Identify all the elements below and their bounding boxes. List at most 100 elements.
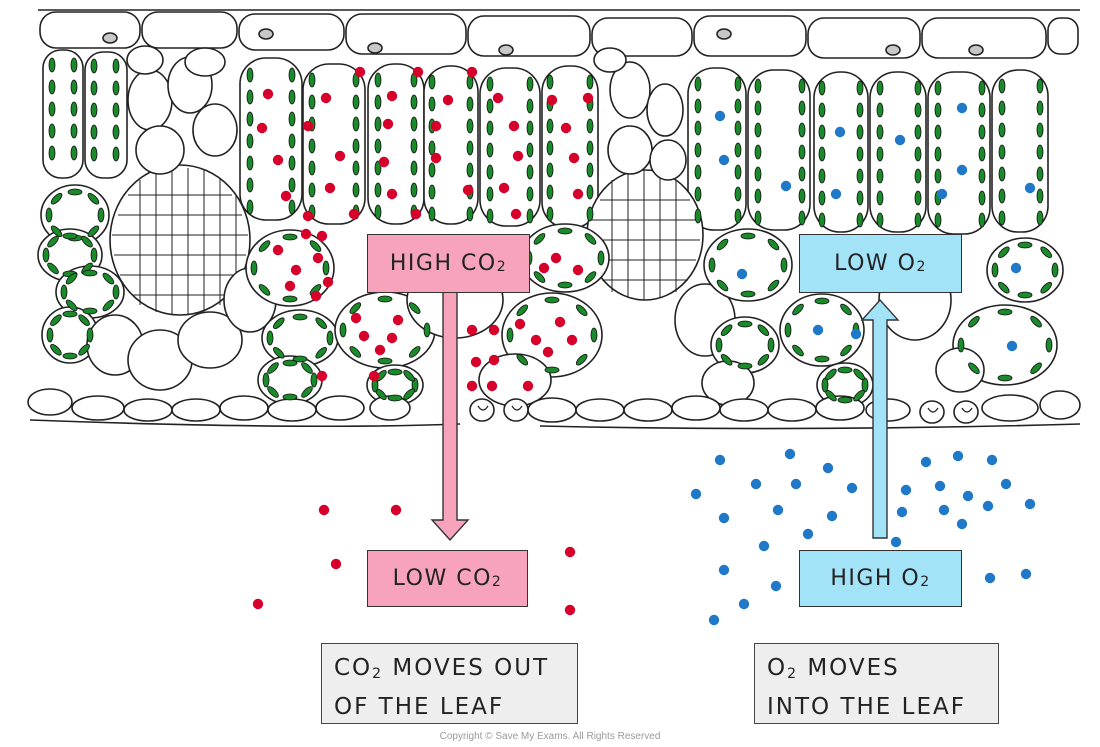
o2-particle <box>1006 340 1018 352</box>
co2-particle <box>378 156 390 168</box>
o2-particle <box>1010 262 1022 274</box>
co2-out-of-leaf-arrow <box>430 291 470 542</box>
co2-particle <box>374 344 386 356</box>
chloroplast <box>526 76 534 92</box>
chloroplast <box>267 386 279 398</box>
chloroplast <box>978 168 986 184</box>
chloroplast <box>998 188 1006 204</box>
chloroplast <box>694 142 702 158</box>
chloroplast <box>876 212 884 228</box>
chloroplast <box>754 100 762 116</box>
co2-particle <box>386 188 398 200</box>
chloroplast <box>978 102 986 118</box>
chloroplast <box>584 271 597 283</box>
chloroplast <box>998 122 1006 138</box>
chloroplast <box>246 199 254 215</box>
chloroplast <box>856 212 864 228</box>
co2-particle <box>488 354 500 366</box>
chloroplast <box>90 102 98 118</box>
chloroplast <box>694 186 702 202</box>
chloroplast <box>734 142 742 158</box>
chloroplast <box>90 58 98 74</box>
chloroplast <box>67 188 83 196</box>
chloroplast <box>914 80 922 96</box>
chloroplast <box>428 140 436 156</box>
chloroplast <box>282 359 298 367</box>
o2-particle <box>790 478 802 490</box>
chloroplast <box>856 190 864 206</box>
low-o2-subscript: 2 <box>916 258 927 275</box>
chloroplast <box>818 124 826 140</box>
chloroplast <box>403 388 415 400</box>
o2-particle <box>834 126 846 138</box>
chloroplast <box>818 212 826 228</box>
chloroplast <box>308 138 316 154</box>
co2-particle <box>272 244 284 256</box>
chloroplast <box>62 310 78 318</box>
chloroplast <box>754 122 762 138</box>
co2-particle <box>386 332 398 344</box>
co2-particle <box>488 324 500 336</box>
chloroplast <box>516 353 529 366</box>
chloroplast <box>754 210 762 226</box>
co2-particle <box>318 504 330 516</box>
chloroplast <box>978 190 986 206</box>
chloroplast <box>734 186 742 202</box>
chloroplast <box>853 368 865 381</box>
chloroplast <box>428 206 436 222</box>
chloroplast <box>288 177 296 193</box>
co2-particle <box>310 290 322 302</box>
chloroplast <box>50 192 63 205</box>
o2-particle <box>690 488 702 500</box>
chloroplast <box>821 377 829 393</box>
chloroplast <box>466 206 474 222</box>
chloroplast <box>584 233 597 245</box>
chloroplast <box>410 94 418 110</box>
chloroplast <box>526 164 534 180</box>
chloroplast <box>740 290 756 298</box>
chloroplast <box>423 322 431 338</box>
co2-out-note-line1: CO2 MOVES OUT <box>334 655 550 682</box>
chloroplast <box>914 212 922 228</box>
chloroplast <box>349 302 362 314</box>
chloroplast <box>516 304 529 317</box>
o2-particle <box>1024 498 1036 510</box>
o2-particle <box>826 510 838 522</box>
chloroplast <box>934 124 942 140</box>
chloroplast <box>62 352 78 360</box>
chloroplast <box>734 164 742 180</box>
o2-particle <box>986 454 998 466</box>
chloroplast <box>757 324 770 336</box>
o2-particle <box>952 450 964 462</box>
chloroplast <box>914 190 922 206</box>
chloroplast <box>798 78 806 94</box>
palisade-layer <box>42 49 1049 235</box>
chloroplast <box>48 123 56 139</box>
chloroplast <box>876 102 884 118</box>
chloroplast <box>798 100 806 116</box>
chloroplast <box>78 344 90 356</box>
chloroplast <box>315 317 327 329</box>
chloroplast <box>856 168 864 184</box>
co2-particle <box>386 90 398 102</box>
chloroplast <box>308 160 316 176</box>
co2-particle <box>412 66 424 78</box>
chloroplast <box>486 120 494 136</box>
co2-particle <box>256 122 268 134</box>
chloroplast <box>273 347 285 359</box>
chloroplast <box>798 122 806 138</box>
chloroplast <box>792 344 804 357</box>
chloroplast <box>339 322 347 338</box>
chloroplast <box>87 225 100 238</box>
chloroplast <box>112 124 120 140</box>
chloroplast <box>798 188 806 204</box>
chloroplast <box>288 111 296 127</box>
chloroplast <box>90 124 98 140</box>
chloroplast <box>246 67 254 83</box>
copyright-text: Copyright © Save My Exams. All Rights Re… <box>439 731 661 742</box>
chloroplast <box>998 281 1010 294</box>
chloroplast <box>82 269 98 277</box>
chloroplast <box>694 120 702 136</box>
